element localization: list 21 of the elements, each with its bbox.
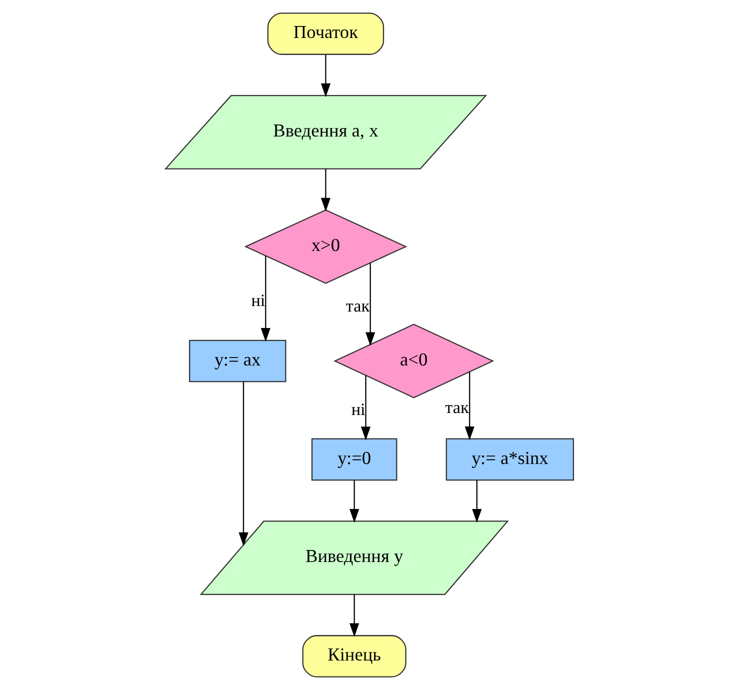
arrow: [464, 372, 474, 440]
arrow: [350, 480, 360, 523]
edge-label: ні: [351, 400, 366, 420]
edge-label: так: [445, 398, 469, 418]
arrow: [472, 480, 482, 523]
arrow: [360, 376, 371, 440]
arrow: [366, 263, 376, 346]
edge-label: так: [346, 296, 370, 316]
arrow: [320, 54, 331, 98]
edge-label: ні: [251, 290, 266, 310]
node-box: у:=0: [311, 438, 398, 481]
node-box: у:= а*sinx: [446, 438, 574, 481]
node-diamond: а<0: [334, 324, 494, 398]
arrow: [238, 382, 248, 546]
node-box: Кінець: [302, 635, 406, 678]
arrow: [260, 256, 270, 342]
node-box: у:= ах: [188, 340, 286, 382]
arrow: [350, 594, 360, 637]
node-box: Початок: [267, 12, 384, 55]
node-diamond: х>0: [244, 209, 408, 284]
arrow: [320, 169, 331, 212]
